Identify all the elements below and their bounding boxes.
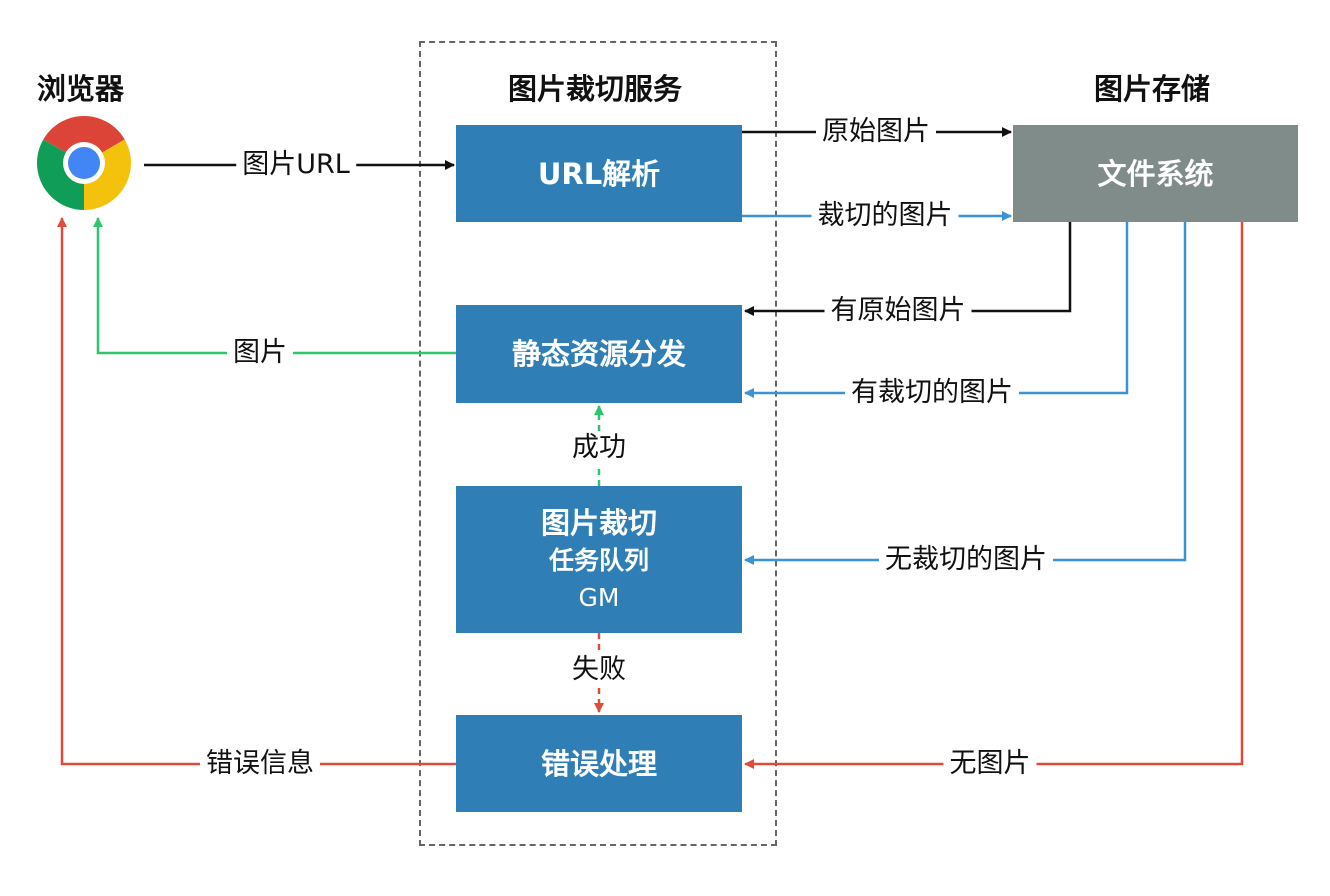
edge-error-info: [57, 217, 456, 766]
crop-queue-gm: GM: [578, 582, 620, 612]
service-container: [419, 41, 777, 846]
edge-label-has-cropped: 有裁切的图片: [845, 376, 1019, 410]
edge-label-image-url: 图片URL: [236, 148, 356, 182]
edge-label-success: 成功: [566, 431, 632, 465]
edge-label-cropped-image: 裁切的图片: [811, 199, 959, 233]
edge-label-no-cropped: 无裁切的图片: [879, 543, 1053, 577]
edge-label-original-image: 原始图片: [816, 115, 936, 149]
file-system-box: 文件系统: [1013, 125, 1298, 222]
error-handle-label: 错误处理: [540, 746, 657, 781]
url-parse-label: URL解析: [537, 156, 661, 191]
edge-no-image: [744, 222, 1244, 769]
static-dist-box: 静态资源分发: [456, 305, 742, 403]
edge-label-no-image: 无图片: [943, 747, 1037, 781]
edge-image: [93, 217, 456, 355]
static-dist-label: 静态资源分发: [511, 337, 686, 371]
crop-queue-title: 图片裁切: [540, 505, 657, 540]
error-handle-box: 错误处理: [456, 715, 742, 812]
chrome-icon: [36, 115, 132, 211]
file-system-label: 文件系统: [1097, 156, 1214, 191]
crop-queue-subtitle: 任务队列: [548, 545, 649, 575]
heading-storage: 图片存储: [1094, 72, 1211, 106]
crop-queue-box: 图片裁切 任务队列 GM: [456, 486, 742, 633]
heading-service: 图片裁切服务: [508, 72, 683, 106]
edge-label-has-original: 有原始图片: [824, 294, 972, 328]
url-parse-box: URL解析: [456, 125, 742, 222]
heading-browser: 浏览器: [37, 72, 125, 106]
edge-label-error-info: 错误信息: [200, 747, 320, 781]
edge-label-image: 图片: [227, 336, 293, 370]
edge-label-failure: 失败: [566, 653, 632, 687]
